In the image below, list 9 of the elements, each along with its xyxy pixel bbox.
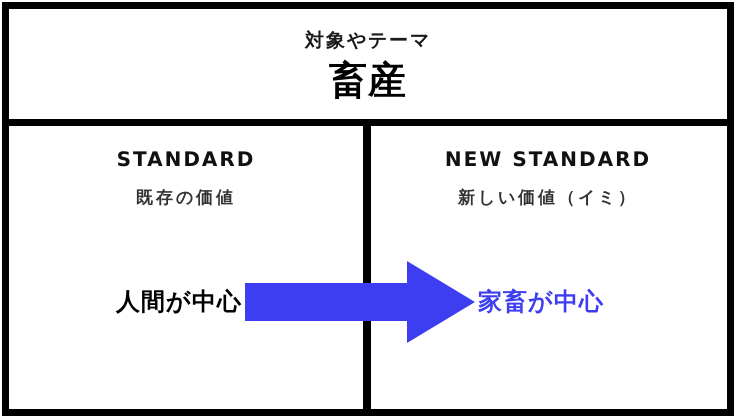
statement-text: 家畜が中心: [478, 288, 604, 316]
panel-heading: NEW STANDARD: [444, 147, 652, 171]
panel-heading: STANDARD: [116, 147, 256, 171]
statement-text: 人間が中心: [116, 288, 242, 316]
panel-subheading: 新しい価値（イミ）: [458, 188, 638, 208]
topic-title: 畜産: [329, 58, 407, 104]
panel-subheading: 既存の価値: [136, 188, 236, 208]
topic-label: 対象やテーマ: [305, 30, 431, 52]
arrow: [245, 261, 475, 343]
